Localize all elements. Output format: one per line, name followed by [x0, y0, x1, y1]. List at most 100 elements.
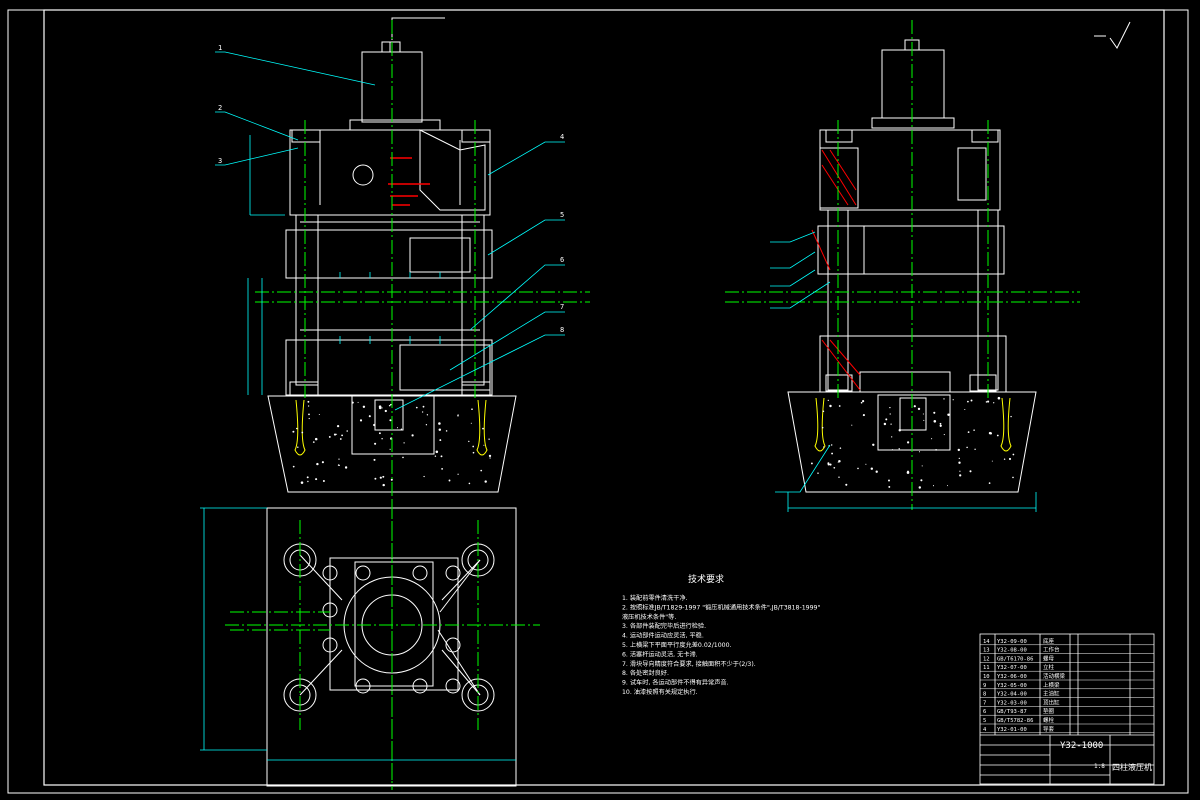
concrete-speck [988, 482, 991, 484]
concrete-speck [483, 444, 485, 446]
front-crossbeam-section [419, 129, 486, 211]
side-foundation [787, 391, 1037, 493]
parts-row-code: Y32-04-00 [997, 692, 1027, 698]
concrete-speck [1008, 457, 1012, 461]
concrete-speck [389, 419, 392, 422]
tech-requirement-line: 6. 活塞杆运动灵活, 无卡滞. [622, 650, 698, 658]
concrete-speck [411, 434, 414, 437]
concrete-speck [822, 410, 825, 413]
concrete-speck [307, 400, 310, 403]
parts-row-number: 6 [983, 709, 986, 715]
concrete-speck [1012, 476, 1014, 479]
concrete-speck [973, 429, 975, 431]
concrete-speck [959, 470, 961, 472]
concrete-speck [359, 419, 363, 422]
concrete-speck [468, 440, 470, 443]
concrete-speck [389, 448, 391, 450]
sheet-inner-frame [43, 9, 1165, 786]
concrete-speck [482, 427, 484, 430]
concrete-speck [943, 434, 945, 436]
callout-number: 3 [218, 157, 222, 165]
concrete-speck [489, 457, 491, 459]
front-moving-crossbeam [285, 229, 493, 279]
concrete-speck [314, 437, 318, 441]
concrete-speck [964, 408, 966, 411]
title-block-name: 四柱液压机 [1112, 762, 1152, 772]
concrete-speck [382, 483, 385, 487]
parts-row-number: 8 [983, 692, 986, 698]
concrete-speck [888, 479, 890, 482]
concrete-speck [445, 430, 448, 432]
concrete-speck [471, 408, 473, 411]
concrete-speck [484, 480, 487, 483]
front-concrete-fill [292, 400, 492, 487]
concrete-speck [993, 402, 995, 404]
concrete-speck [472, 445, 475, 448]
top-small-hole [355, 678, 371, 694]
concrete-speck [831, 444, 833, 446]
concrete-speck [817, 472, 819, 474]
concrete-speck [888, 485, 891, 488]
callout-number: 7 [560, 303, 564, 311]
concrete-speck [438, 428, 442, 431]
parts-row-name: 活动横梁 [1043, 672, 1066, 680]
concrete-speck [351, 401, 354, 404]
concrete-speck [300, 481, 304, 484]
concrete-speck [827, 462, 830, 465]
title-block-model: Y32-1000 [1060, 741, 1103, 751]
concrete-speck [890, 423, 892, 425]
concrete-speck [946, 485, 949, 487]
concrete-speck [423, 475, 425, 478]
concrete-speck [996, 434, 999, 437]
concrete-speck [439, 439, 442, 442]
parts-row-number: 14 [983, 639, 990, 645]
concrete-speck [862, 400, 865, 403]
concrete-speck [870, 467, 873, 470]
side-callouts [770, 231, 1037, 512]
concrete-speck [920, 479, 923, 482]
concrete-speck [823, 446, 825, 448]
concrete-speck [906, 471, 910, 474]
concrete-speck [898, 448, 900, 450]
concrete-speck [958, 457, 960, 460]
concrete-speck [833, 466, 836, 469]
parts-row-code: Y32-09-00 [997, 639, 1027, 645]
concrete-speck [885, 418, 888, 421]
concrete-speck [862, 414, 865, 417]
parts-row-name: 顶出缸 [1043, 698, 1060, 706]
concrete-speck [838, 476, 840, 478]
concrete-speck [827, 399, 829, 402]
concrete-speck [381, 407, 383, 409]
tech-requirement-line: 7. 滑块导向精度符合要求, 接触面积不少于(2/3). [622, 660, 756, 668]
concrete-speck [889, 413, 891, 415]
concrete-speck [991, 460, 993, 462]
concrete-speck [378, 432, 381, 435]
tech-requirement-line: 3. 各部件装配完毕后进行检验. [622, 622, 706, 630]
concrete-speck [301, 431, 304, 434]
callout-number: 1 [218, 44, 222, 52]
parts-row-code: Y32-08-00 [997, 648, 1027, 654]
concrete-speck [468, 482, 471, 485]
concrete-speck [425, 424, 428, 426]
side-centerlines [725, 20, 1080, 510]
concrete-speck [472, 451, 475, 454]
parts-row-name: 上横梁 [1043, 681, 1060, 689]
concrete-speck [810, 462, 813, 465]
parts-row-number: 11 [983, 665, 990, 671]
concrete-speck [438, 422, 441, 425]
concrete-speck [337, 464, 340, 466]
concrete-speck [362, 405, 366, 408]
concrete-speck [891, 436, 893, 438]
callout-number: 5 [560, 211, 564, 219]
concrete-speck [967, 400, 969, 403]
parts-row-number: 10 [983, 674, 990, 680]
concrete-speck [918, 451, 921, 453]
concrete-speck [374, 477, 377, 480]
parts-row-name: 工作台 [1043, 646, 1060, 654]
top-small-hole [412, 678, 428, 694]
tech-requirement-line: 4. 运动部件运动应灵活, 平稳. [622, 632, 704, 640]
concrete-speck [344, 466, 348, 469]
concrete-speck [318, 414, 320, 415]
